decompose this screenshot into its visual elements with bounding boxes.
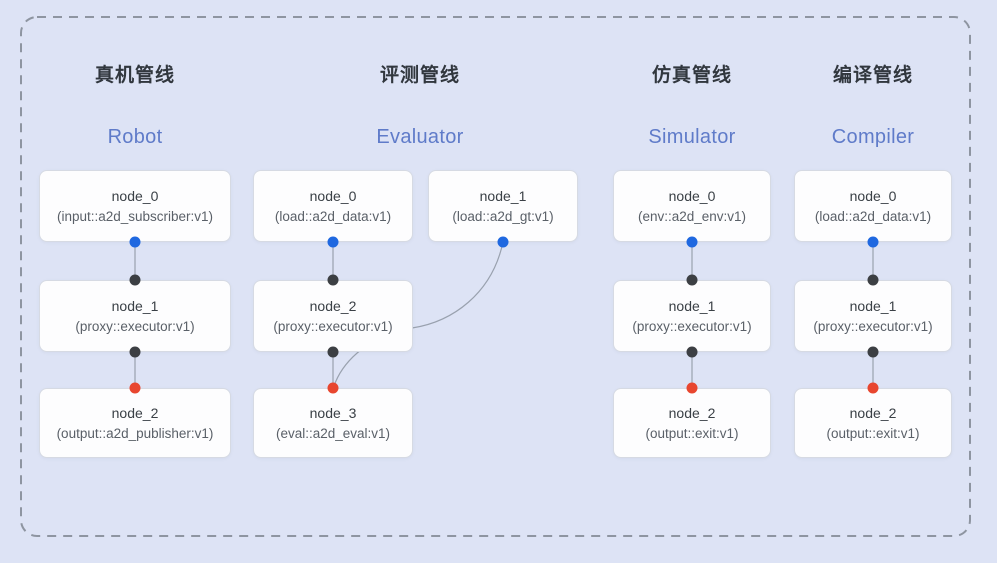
pipeline-title-zh-compiler: 编译管线 bbox=[832, 65, 913, 86]
node-title: node_1 bbox=[111, 297, 159, 314]
node-box-robot-1[interactable]: node_1 (proxy::executor:v1) bbox=[39, 280, 231, 352]
node-subtitle: (output::a2d_publisher:v1) bbox=[56, 425, 214, 441]
node-subtitle: (eval::a2d_eval:v1) bbox=[275, 425, 391, 441]
pipeline-title-en-simulator: Simulator bbox=[648, 126, 736, 148]
node-title: node_3 bbox=[309, 404, 357, 421]
node-box-simulator-1[interactable]: node_1 (proxy::executor:v1) bbox=[613, 280, 771, 352]
pipeline-title-en-evaluator: Evaluator bbox=[376, 126, 464, 148]
node-subtitle: (input::a2d_subscriber:v1) bbox=[56, 208, 214, 224]
pipeline-header-simulator: 仿真管线 Simulator bbox=[582, 64, 802, 150]
node-title: node_1 bbox=[479, 187, 527, 204]
pipeline-title-zh-robot: 真机管线 bbox=[94, 65, 175, 86]
node-title: node_2 bbox=[111, 404, 159, 421]
node-box-evaluator-0[interactable]: node_0 (load::a2d_data:v1) bbox=[253, 170, 413, 242]
pipeline-title-zh-evaluator: 评测管线 bbox=[379, 65, 460, 86]
node-subtitle: (output::exit:v1) bbox=[826, 425, 920, 441]
node-subtitle: (proxy::executor:v1) bbox=[75, 318, 195, 334]
pipeline-title-en-compiler: Compiler bbox=[831, 126, 915, 148]
node-subtitle: (proxy::executor:v1) bbox=[273, 318, 393, 334]
node-box-simulator-0[interactable]: node_0 (env::a2d_env:v1) bbox=[613, 170, 771, 242]
node-title: node_2 bbox=[849, 404, 897, 421]
node-box-evaluator-1[interactable]: node_1 (load::a2d_gt:v1) bbox=[428, 170, 578, 242]
node-subtitle: (proxy::executor:v1) bbox=[813, 318, 933, 334]
node-subtitle: (load::a2d_data:v1) bbox=[274, 208, 392, 224]
node-title: node_0 bbox=[111, 187, 159, 204]
node-box-robot-2[interactable]: node_2 (output::a2d_publisher:v1) bbox=[39, 388, 231, 458]
node-box-evaluator-3[interactable]: node_3 (eval::a2d_eval:v1) bbox=[253, 388, 413, 458]
node-title: node_1 bbox=[668, 297, 716, 314]
node-title: node_1 bbox=[849, 297, 897, 314]
node-title: node_2 bbox=[668, 404, 716, 421]
pipeline-header-evaluator: 评测管线 Evaluator bbox=[310, 64, 530, 150]
node-box-evaluator-2[interactable]: node_2 (proxy::executor:v1) bbox=[253, 280, 413, 352]
node-title: node_0 bbox=[849, 187, 897, 204]
node-title: node_0 bbox=[309, 187, 357, 204]
node-box-compiler-0[interactable]: node_0 (load::a2d_data:v1) bbox=[794, 170, 952, 242]
node-subtitle: (output::exit:v1) bbox=[645, 425, 739, 441]
node-box-simulator-2[interactable]: node_2 (output::exit:v1) bbox=[613, 388, 771, 458]
node-subtitle: (env::a2d_env:v1) bbox=[637, 208, 747, 224]
node-subtitle: (load::a2d_gt:v1) bbox=[452, 208, 554, 224]
node-box-compiler-1[interactable]: node_1 (proxy::executor:v1) bbox=[794, 280, 952, 352]
pipeline-header-compiler: 编译管线 Compiler bbox=[763, 64, 983, 150]
node-subtitle: (proxy::executor:v1) bbox=[632, 318, 752, 334]
pipeline-header-robot: 真机管线 Robot bbox=[25, 64, 245, 150]
node-subtitle: (load::a2d_data:v1) bbox=[814, 208, 932, 224]
pipeline-title-en-robot: Robot bbox=[107, 126, 163, 148]
node-title: node_0 bbox=[668, 187, 716, 204]
node-box-compiler-2[interactable]: node_2 (output::exit:v1) bbox=[794, 388, 952, 458]
node-box-robot-0[interactable]: node_0 (input::a2d_subscriber:v1) bbox=[39, 170, 231, 242]
pipeline-title-zh-simulator: 仿真管线 bbox=[651, 65, 732, 86]
node-title: node_2 bbox=[309, 297, 357, 314]
